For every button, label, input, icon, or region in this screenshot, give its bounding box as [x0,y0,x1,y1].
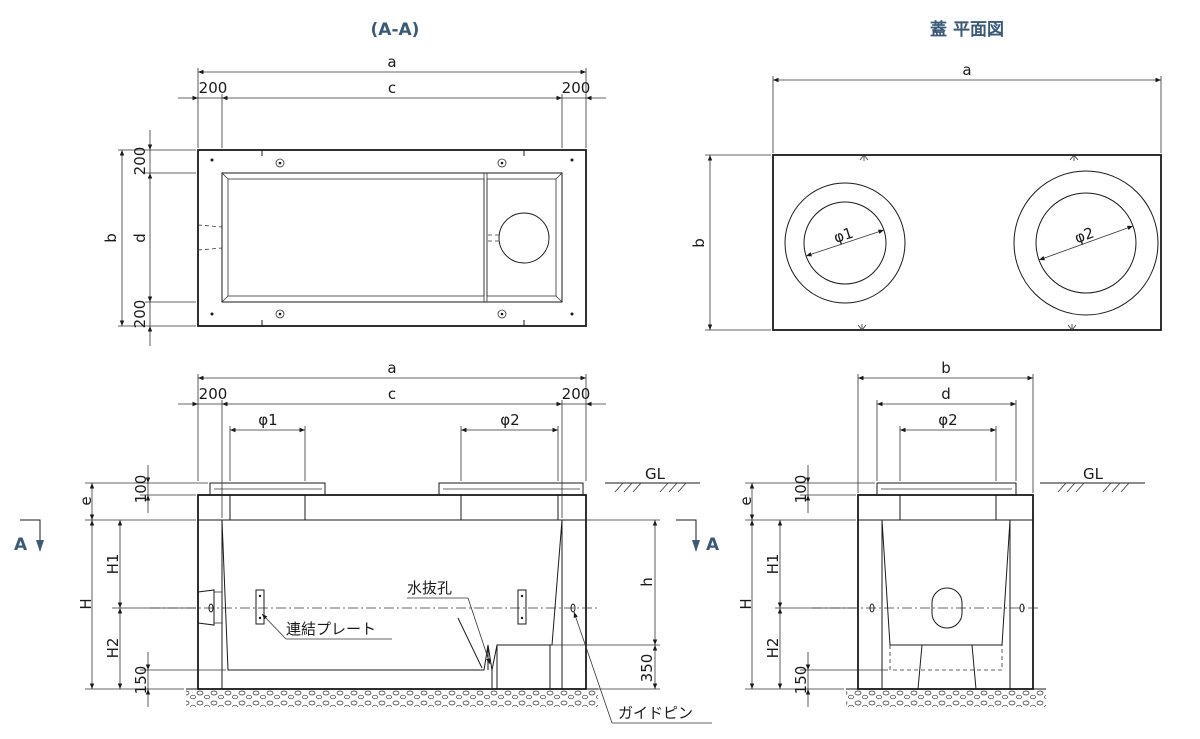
lid-ring-1-outer [784,182,906,304]
plan-dim-200-left: 200 [199,79,228,97]
cross-dim-H: H [737,598,755,609]
label-drain-hole: 水抜孔 [407,579,452,597]
section-dim-200-right: 200 [562,385,591,403]
plan-inner-frame [221,172,563,303]
section-dim-c: c [388,385,396,403]
lid-dim-a: a [962,61,971,79]
section-mark-left: A [14,535,28,555]
cross-dim-b: b [941,359,951,377]
lid-ring-2-outer [1013,170,1159,316]
lid-ring-2-inner [1035,192,1137,294]
lid-phi1: φ1 [831,224,855,247]
plan-dim-b: b [102,233,120,243]
plan-dim-d: d [131,233,149,243]
plan-dim-a: a [387,53,396,71]
cross-dim-e: e [737,496,755,505]
section-dim-100: 100 [132,475,150,504]
plan-section-view: a 200 c 200 b d 200 200 [102,53,606,346]
cross-gl-label: GL [1083,465,1104,483]
plan-outlet-pipe [498,212,550,264]
label-guide-pin: ガイドピン [618,704,693,722]
section-dim-H1: H1 [104,554,122,575]
lid-ring-1-inner [803,201,887,285]
lid-phi2: φ2 [1072,224,1096,248]
section-phi1: φ1 [258,411,277,429]
section-dim-200-left: 200 [199,385,228,403]
section-dim-350: 350 [638,654,656,683]
section-mark-right: A [706,535,720,555]
lid-plan-view: φ1 φ2 a b [690,61,1162,331]
plan-outer-frame [197,149,587,327]
cross-phi2: φ2 [938,411,957,429]
section-gl-label: GL [645,465,666,483]
section-phi2: φ2 [500,411,519,429]
lid-plan-title: 蓋 平面図 [930,20,1004,40]
section-aa-title: (A-A) [371,20,420,40]
plan-chamber-left [227,178,485,297]
cross-dim-150: 150 [792,666,810,695]
section-dim-H2: H2 [104,638,122,659]
plan-dim-200-right: 200 [562,79,591,97]
plan-dim-200-bottom: 200 [131,300,149,329]
joint-plate-left [255,589,265,625]
cross-dim-H2: H2 [764,638,782,659]
joint-plate-right [517,589,527,625]
cross-dim-H1: H1 [764,554,782,575]
section-dim-150: 150 [132,666,150,695]
cross-box-body [857,494,1034,690]
section-dim-h: h [638,577,656,587]
section-dim-e: e [77,496,95,505]
lid-outer-frame [772,154,1162,331]
cross-dim-d: d [941,385,951,403]
cross-dim-100: 100 [792,475,810,504]
plan-dim-c: c [388,79,396,97]
label-joint-plate: 連結プレート [286,620,376,638]
longitudinal-section-view: a 200 c 200 φ1 φ2 GL [14,359,720,724]
cross-section-view: b d φ2 GL e H H1 H2 100 150 [737,359,1145,707]
lid-dim-b: b [690,238,708,248]
plan-dim-200-top: 200 [131,147,149,176]
section-dim-a: a [387,359,396,377]
section-dim-H: H [77,598,95,609]
